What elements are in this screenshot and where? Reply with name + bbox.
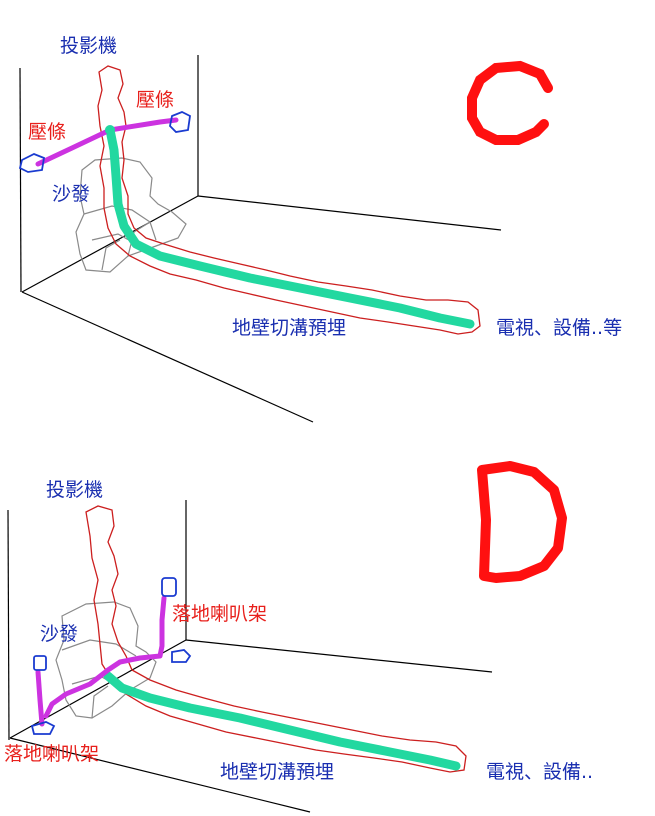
ceiling-strip-label-left-c: 壓條 bbox=[28, 121, 66, 143]
panel-letter-c-shape bbox=[467, 60, 553, 145]
trench-outline-c bbox=[97, 65, 481, 335]
speaker-icon bbox=[161, 577, 177, 597]
trench-label-d: 地壁切溝預埋 bbox=[220, 761, 334, 783]
projector-label-d: 投影機 bbox=[46, 479, 103, 501]
panel-d: 投影機 落地喇叭架 沙發 落地喇叭架 地壁切溝預埋 電視、設備.. D bbox=[4, 461, 593, 813]
sofa-sketch-c bbox=[75, 157, 187, 273]
equipment-label-d: 電視、設備.. bbox=[486, 761, 593, 783]
speaker-stand-label-right-d: 落地喇叭架 bbox=[172, 603, 267, 625]
trench-label-c: 地壁切溝預埋 bbox=[232, 317, 346, 339]
green-cable-c bbox=[105, 125, 475, 329]
joint-dot-c bbox=[105, 125, 115, 135]
speaker-stand-label-left-d: 落地喇叭架 bbox=[4, 743, 99, 765]
panel-c: 投影機 壓條 壓條 沙發 地壁切溝預埋 電視、設備..等 C bbox=[18, 35, 622, 423]
sofa-label-c: 沙發 bbox=[52, 183, 90, 205]
green-cable-d bbox=[103, 671, 461, 771]
speaker-icon bbox=[18, 153, 46, 173]
sofa-label-d: 沙發 bbox=[40, 623, 78, 645]
trench-outline-d bbox=[85, 505, 467, 773]
equipment-label-c: 電視、設備..等 bbox=[496, 317, 622, 339]
panel-letter-d-shape bbox=[477, 461, 567, 583]
speaker-icon bbox=[169, 111, 191, 133]
room-wireframe-c bbox=[19, 55, 502, 423]
purple-strips-d bbox=[35, 595, 167, 727]
projector-label-c: 投影機 bbox=[60, 35, 117, 57]
speaker-icon bbox=[33, 655, 47, 671]
speaker-icon bbox=[171, 649, 192, 663]
ceiling-strip-label-right-c: 壓條 bbox=[136, 89, 174, 111]
speaker-icons-c bbox=[18, 111, 191, 173]
speaker-icons-d bbox=[30, 577, 192, 735]
speaker-icon bbox=[30, 721, 56, 735]
